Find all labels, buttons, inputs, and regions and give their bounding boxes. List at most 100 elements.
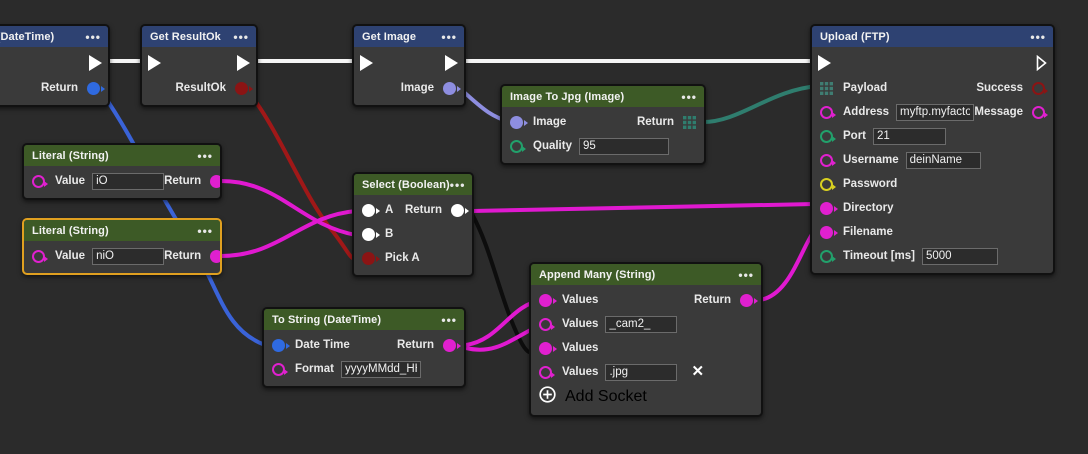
value-input[interactable]: [92, 247, 165, 265]
socket-values-1[interactable]: [539, 317, 555, 331]
socket-return[interactable]: [451, 203, 469, 217]
node-image-to-jpg[interactable]: Image To Jpg (Image) ••• Image Return: [500, 84, 706, 165]
exec-out-icon[interactable]: [89, 55, 102, 71]
socket-pick-a[interactable]: [362, 251, 380, 265]
wire-jpg-return-to-upload-payload: [702, 84, 819, 124]
socket-password[interactable]: [820, 177, 836, 191]
exec-row: [812, 50, 1053, 76]
socket-label-payload: Payload: [843, 82, 888, 94]
socket-return[interactable]: [210, 174, 220, 188]
node-title: Image To Jpg (Image): [510, 90, 625, 103]
node-header[interactable]: Now (DateTime) •••: [0, 26, 108, 47]
socket-return[interactable]: [87, 81, 105, 95]
socket-label-datetime: Date Time: [295, 339, 350, 351]
timeout-input[interactable]: [922, 247, 998, 265]
values-input-3[interactable]: [605, 363, 678, 381]
node-menu-icon[interactable]: •••: [197, 223, 213, 238]
exec-out-icon[interactable]: [445, 55, 458, 71]
exec-in-icon[interactable]: [818, 55, 831, 71]
address-input[interactable]: [896, 103, 975, 121]
node-header[interactable]: Append Many (String) •••: [531, 264, 761, 285]
node-header[interactable]: Upload (FTP) •••: [812, 26, 1053, 47]
node-menu-icon[interactable]: •••: [197, 148, 213, 163]
node-menu-icon[interactable]: •••: [441, 29, 457, 44]
node-body: Value Return: [24, 241, 220, 273]
exec-in-icon[interactable]: [148, 55, 161, 71]
node-menu-icon[interactable]: •••: [681, 89, 697, 104]
socket-a[interactable]: [362, 203, 380, 217]
node-body: Value Return: [24, 166, 220, 198]
socket-return[interactable]: [443, 338, 461, 352]
socket-value[interactable]: [32, 174, 48, 188]
socket-values-2[interactable]: [539, 341, 557, 355]
node-body: Return: [0, 47, 108, 105]
socket-image[interactable]: [443, 81, 461, 95]
exec-in-icon[interactable]: [360, 55, 373, 71]
socket-values-0[interactable]: [539, 293, 557, 307]
socket-payload-grid[interactable]: [820, 81, 833, 95]
node-menu-icon[interactable]: •••: [738, 267, 754, 282]
socket-resultok[interactable]: [235, 81, 253, 95]
socket-success[interactable]: [1032, 81, 1048, 95]
node-literal-string-2[interactable]: Literal (String) ••• Value Return: [22, 218, 222, 275]
node-to-string-datetime[interactable]: To String (DateTime) ••• Date Time Retur…: [262, 307, 466, 388]
socket-port[interactable]: [820, 129, 836, 143]
node-title: Select (Boolean): [362, 178, 450, 191]
node-header[interactable]: Literal (String) •••: [24, 145, 220, 166]
node-header[interactable]: To String (DateTime) •••: [264, 309, 464, 330]
wire-append-return-to-upload-filename: [759, 226, 818, 302]
node-append-many-string[interactable]: Append Many (String) ••• Values Return V…: [529, 262, 763, 417]
username-input[interactable]: [905, 151, 981, 169]
socket-filename[interactable]: [820, 225, 838, 239]
exec-row: [0, 50, 108, 76]
socket-format[interactable]: [272, 362, 288, 376]
socket-timeout[interactable]: [820, 249, 836, 263]
socket-value[interactable]: [32, 249, 48, 263]
socket-row-a: A Return: [354, 198, 472, 222]
quality-input[interactable]: [578, 137, 669, 155]
exec-out-icon[interactable]: [1036, 55, 1047, 71]
socket-return[interactable]: [740, 293, 758, 307]
socket-datetime[interactable]: [272, 338, 290, 352]
exec-out-icon[interactable]: [237, 55, 250, 71]
node-menu-icon[interactable]: •••: [441, 312, 457, 327]
node-header[interactable]: Image To Jpg (Image) •••: [502, 86, 704, 107]
socket-b[interactable]: [362, 227, 380, 241]
socket-message[interactable]: [1032, 105, 1048, 119]
socket-address[interactable]: [820, 105, 836, 119]
node-upload-ftp[interactable]: Upload (FTP) ••• Payload: [810, 24, 1055, 275]
node-body: Payload Success Address Message Port: [812, 47, 1053, 273]
node-header[interactable]: Literal (String) •••: [24, 220, 220, 241]
socket-label-values-0: Values: [562, 294, 599, 306]
socket-quality[interactable]: [510, 139, 526, 153]
port-input[interactable]: [873, 127, 946, 145]
node-menu-icon[interactable]: •••: [449, 177, 466, 192]
socket-image-in[interactable]: [510, 115, 528, 129]
node-literal-string-1[interactable]: Literal (String) ••• Value Return: [22, 143, 222, 200]
socket-label-values-3: Values: [562, 366, 599, 378]
socket-return[interactable]: [210, 249, 220, 263]
socket-values-3[interactable]: [539, 365, 555, 379]
node-menu-icon[interactable]: •••: [85, 29, 101, 44]
node-header[interactable]: Select (Boolean) •••: [354, 174, 472, 195]
socket-username[interactable]: [820, 153, 836, 167]
socket-label-address: Address: [843, 106, 890, 118]
socket-label-message: Message: [974, 106, 1023, 118]
node-get-resultok[interactable]: Get ResultOk ••• ResultOk: [140, 24, 258, 107]
socket-row-resultok: ResultOk: [142, 76, 256, 100]
node-header[interactable]: Get Image •••: [354, 26, 464, 47]
format-input[interactable]: [340, 360, 421, 378]
node-header[interactable]: Get ResultOk •••: [142, 26, 256, 47]
node-menu-icon[interactable]: •••: [1030, 29, 1046, 44]
socket-return-grid[interactable]: [683, 115, 696, 129]
node-get-image[interactable]: Get Image ••• Image: [352, 24, 466, 107]
value-input[interactable]: [92, 172, 165, 190]
remove-socket-icon[interactable]: ✕: [691, 363, 705, 380]
node-menu-icon[interactable]: •••: [233, 29, 249, 44]
socket-directory[interactable]: [820, 201, 838, 215]
values-input-1[interactable]: [605, 315, 678, 333]
node-select-boolean[interactable]: Select (Boolean) ••• A Return B Pick A: [352, 172, 474, 277]
add-socket-button[interactable]: Add Socket: [531, 384, 761, 410]
node-now-datetime[interactable]: Now (DateTime) ••• Return: [0, 24, 110, 107]
